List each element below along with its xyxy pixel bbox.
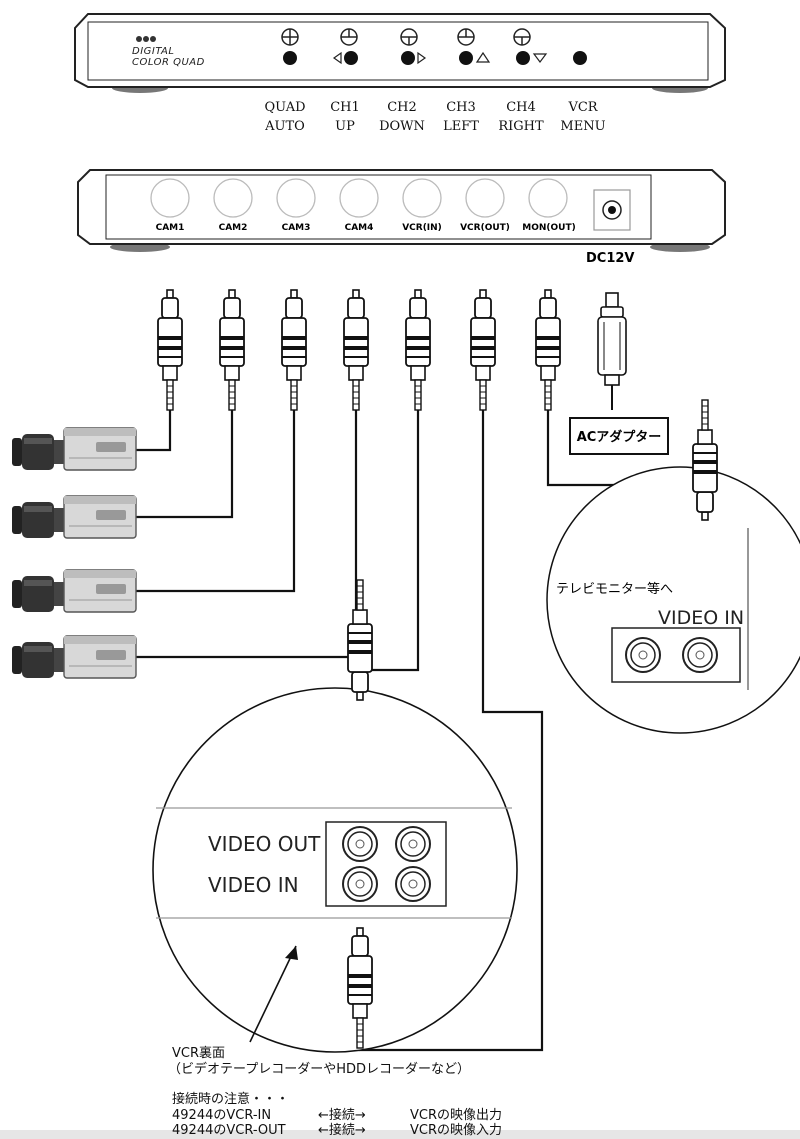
button-label-ch4: CH4 RIGHT bbox=[486, 98, 556, 136]
jack-label-cam1: CAM1 bbox=[155, 223, 185, 233]
jack-label-vcr-in: VCR(IN) bbox=[402, 223, 442, 233]
logo-line1: DIGITAL bbox=[132, 46, 175, 57]
ac-adapter-box bbox=[569, 417, 669, 455]
label-bottom: AUTO bbox=[265, 119, 305, 134]
jack-label-vcr-out: VCR(OUT) bbox=[460, 223, 510, 233]
rca-plugs bbox=[156, 288, 562, 412]
vcr-inset bbox=[152, 578, 518, 1053]
rear-panel bbox=[77, 169, 726, 252]
note-row1-mid: ←接続→ bbox=[318, 1108, 366, 1123]
label-top: CH2 bbox=[387, 100, 417, 115]
monitor-inset bbox=[546, 398, 800, 734]
button-label-ch2: CH2 DOWN bbox=[367, 98, 437, 136]
label-top: VCR bbox=[568, 100, 598, 115]
label-bottom: RIGHT bbox=[498, 119, 544, 134]
vcr-caption-subtitle: （ビデオテープレコーダーやHDDレコーダーなど） bbox=[168, 1062, 471, 1077]
front-panel bbox=[74, 13, 726, 93]
jack-label-cam3: CAM3 bbox=[281, 223, 311, 233]
note-row2-left: 49244のVCR-OUT bbox=[172, 1123, 286, 1138]
label-top: CH4 bbox=[506, 100, 536, 115]
label-top: CH3 bbox=[446, 100, 476, 115]
button-label-ch3: CH3 LEFT bbox=[426, 98, 496, 136]
note-row2-mid: ←接続→ bbox=[318, 1123, 366, 1138]
jack-label-cam4: CAM4 bbox=[344, 223, 374, 233]
label-bottom: MENU bbox=[560, 119, 606, 134]
label-bottom: LEFT bbox=[443, 119, 479, 134]
note-row1-right: VCRの映像出力 bbox=[410, 1108, 503, 1123]
dc-plug bbox=[597, 292, 627, 410]
label-bottom: UP bbox=[335, 119, 355, 134]
vcr-video-out-label: VIDEO OUT bbox=[208, 832, 321, 856]
vcr-caption-title: VCR裏面 bbox=[172, 1046, 226, 1061]
logo-line2: COLOR QUAD bbox=[132, 57, 205, 68]
monitor-video-in-label: VIDEO IN bbox=[658, 607, 745, 629]
notes-heading: 接続時の注意・・・ bbox=[172, 1092, 290, 1107]
button-label-quad: QUAD AUTO bbox=[250, 98, 320, 136]
label-top: CH1 bbox=[330, 100, 360, 115]
note-row1-left: 49244のVCR-IN bbox=[172, 1108, 272, 1123]
power-label: DC12V bbox=[586, 251, 635, 266]
cameras bbox=[11, 427, 137, 679]
button-label-ch1: CH1 UP bbox=[310, 98, 380, 136]
jack-label-cam2: CAM2 bbox=[218, 223, 248, 233]
label-top: QUAD bbox=[264, 100, 306, 115]
ac-adapter-label: ACアダプター bbox=[576, 430, 662, 445]
jack-label-mon-out: MON(OUT) bbox=[522, 223, 576, 233]
monitor-note: テレビモニター等へ bbox=[556, 578, 674, 597]
device-logo: DIGITAL COLOR QUAD bbox=[132, 46, 205, 68]
button-label-vcr: VCR MENU bbox=[548, 98, 618, 136]
note-row2-right: VCRの映像入力 bbox=[410, 1123, 503, 1138]
label-bottom: DOWN bbox=[379, 119, 425, 134]
vcr-video-in-label: VIDEO IN bbox=[208, 873, 299, 897]
